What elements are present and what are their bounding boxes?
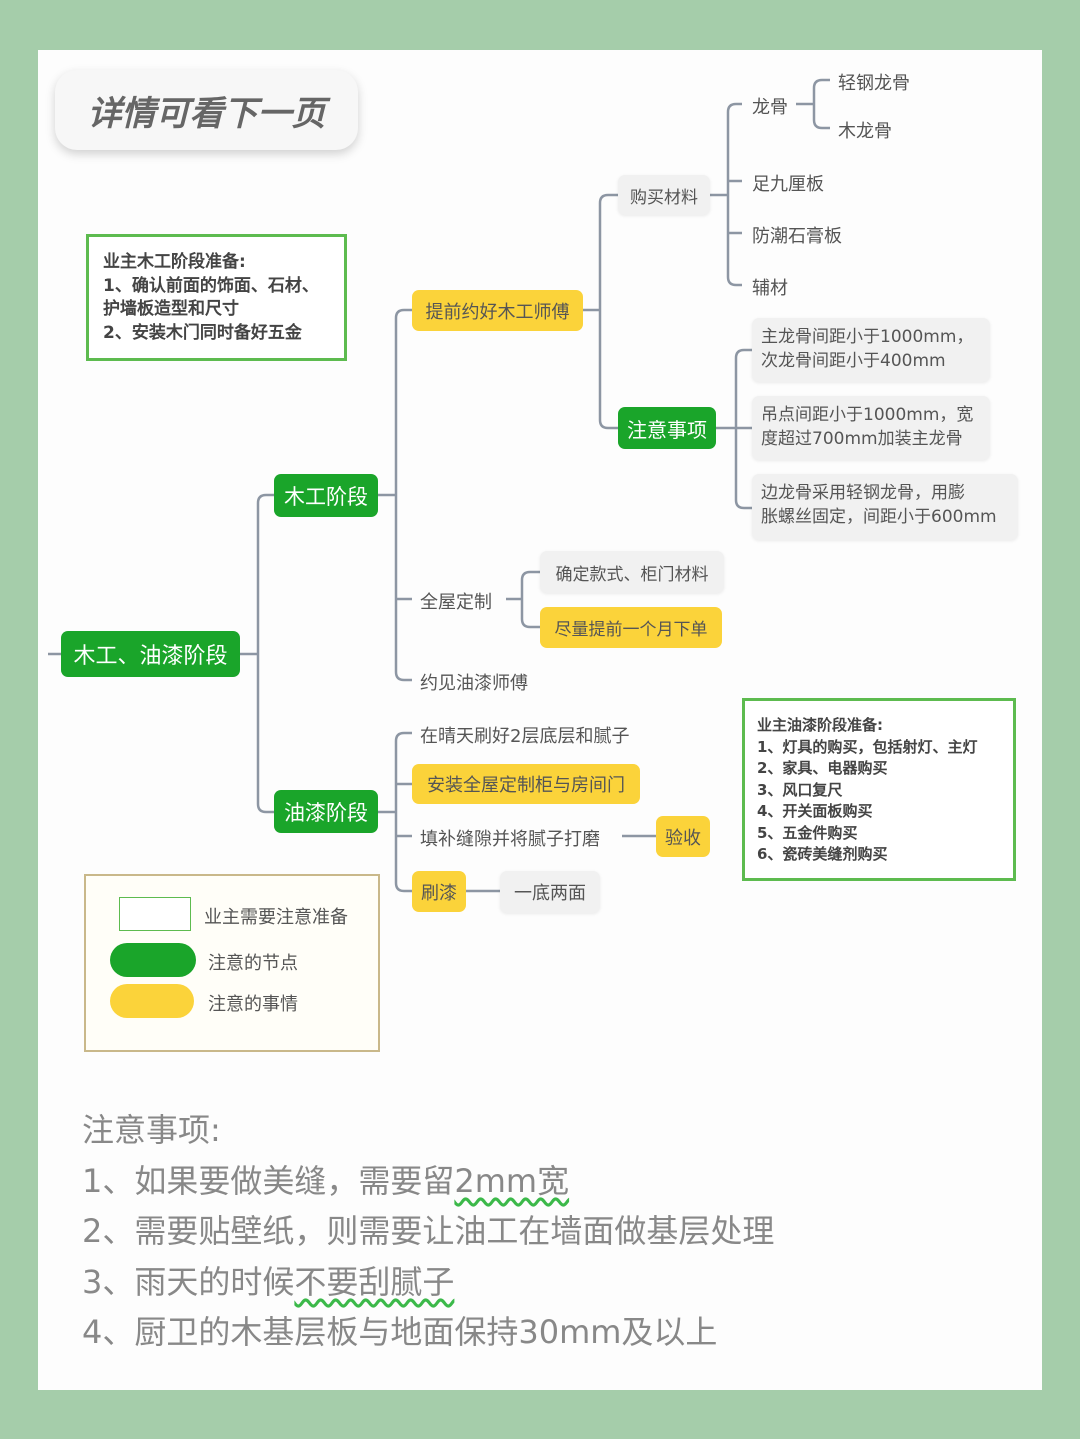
- legend-swatch-node: [110, 943, 196, 977]
- notes-node[interactable]: 注意事项: [618, 407, 716, 449]
- book-carpenter-node[interactable]: 提前约好木工师傅: [412, 290, 583, 331]
- note-line: 次龙骨间距小于400mm: [761, 351, 946, 371]
- book-painter-node[interactable]: 约见油漆师傅: [420, 673, 528, 694]
- note-line: 吊点间距小于1000mm，宽: [761, 405, 974, 425]
- legend-label: 注意的节点: [208, 953, 298, 974]
- acceptance-node[interactable]: 验收: [656, 816, 710, 857]
- note-item[interactable]: 吊点间距小于1000mm，宽度超过700mm加装主龙骨: [752, 396, 990, 460]
- keel-node[interactable]: 龙骨: [752, 97, 788, 118]
- paint-prep-line: 2、家具、电器购买: [757, 759, 888, 777]
- paint-prep-line: 1、灯具的购买，包括射灯、主灯: [757, 737, 978, 756]
- legend: 业主需要注意准备 注意的节点 注意的事情: [84, 874, 380, 1052]
- legend-swatch-box: [119, 897, 191, 931]
- paint-prep-line: 5、五金件购买: [757, 823, 858, 842]
- buy-materials-node[interactable]: 购买材料: [618, 175, 710, 215]
- note-line: 2、需要贴壁纸，则需要让油工在墙面做基层处理: [82, 1212, 775, 1250]
- note-line: 主龙骨间距小于1000mm，: [761, 327, 974, 347]
- carpentry-prep-line: 1、确认前面的饰面、石材、: [103, 275, 319, 296]
- paint-prep-heading: 业主油漆阶段准备:: [757, 716, 883, 734]
- keel-type-node[interactable]: 木龙骨: [838, 121, 892, 142]
- material-node[interactable]: 辅材: [752, 278, 788, 299]
- notes-heading: 注意事项:: [82, 1111, 221, 1149]
- note-text: 3、雨天的时候: [82, 1262, 295, 1301]
- paint-prep-line: 6、瓷砖美缝剂购买: [757, 845, 888, 863]
- keel-type-node[interactable]: 轻钢龙骨: [838, 73, 910, 94]
- note-line: 4、厨卫的木基层板与地面保持30mm及以上: [82, 1313, 718, 1351]
- note-line: 胀螺丝固定，间距小于600mm: [761, 507, 997, 527]
- paint-prep-line: 3、风口复尺: [757, 780, 843, 799]
- note-line: 边龙骨采用轻钢龙骨，用膨: [761, 483, 965, 503]
- paint-node[interactable]: 刷漆: [412, 871, 466, 912]
- custom-node[interactable]: 全屋定制: [420, 592, 492, 613]
- carpentry-prep-line: 2、安装木门同时备好五金: [103, 322, 302, 343]
- paint-prep-box: 业主油漆阶段准备: 1、灯具的购买，包括射灯、主灯 2、家具、电器购买 3、风口…: [742, 698, 1016, 881]
- paint-step[interactable]: 在晴天刷好2层底层和腻子: [420, 726, 630, 747]
- paint-detail-node[interactable]: 一底两面: [500, 871, 600, 913]
- note-line: 1、如果要做美缝，需要留2mm宽: [82, 1156, 774, 1207]
- paint-step[interactable]: 安装全屋定制柜与房间门: [412, 764, 640, 804]
- paint-prep-line: 4、开关面板购买: [757, 802, 873, 820]
- carpentry-node[interactable]: 木工阶段: [274, 474, 378, 517]
- note-line: 3、雨天的时候不要刮腻子: [82, 1257, 774, 1308]
- note-item[interactable]: 边龙骨采用轻钢龙骨，用膨胀螺丝固定，间距小于600mm: [752, 474, 1018, 540]
- note-line: 度超过700mm加装主龙骨: [761, 429, 963, 449]
- note-text-underlined: 2mm宽: [454, 1161, 570, 1200]
- root-node[interactable]: 木工、油漆阶段: [61, 631, 240, 677]
- note-text-underlined: 不要刮腻子: [294, 1262, 455, 1301]
- custom-item[interactable]: 尽量提前一个月下单: [540, 607, 722, 648]
- legend-label: 注意的事情: [208, 994, 298, 1015]
- material-node[interactable]: 足九厘板: [752, 174, 824, 195]
- carpentry-prep-heading: 业主木工阶段准备:: [103, 252, 246, 272]
- painting-node[interactable]: 油漆阶段: [274, 790, 378, 833]
- paint-step[interactable]: 填补缝隙并将腻子打磨: [420, 829, 600, 850]
- custom-item[interactable]: 确定款式、柜门材料: [540, 551, 724, 593]
- material-node[interactable]: 防潮石膏板: [752, 226, 842, 247]
- legend-swatch-matter: [110, 984, 194, 1018]
- title-badge: 详情可看下一页: [55, 70, 358, 150]
- notes-section: 注意事项: 1、如果要做美缝，需要留2mm宽 2、需要贴壁纸，则需要让油工在墙面…: [82, 1105, 774, 1358]
- note-item[interactable]: 主龙骨间距小于1000mm， 次龙骨间距小于400mm: [752, 318, 990, 382]
- note-text: 1、如果要做美缝，需要留: [82, 1161, 455, 1200]
- carpentry-prep-line: 护墙板造型和尺寸: [103, 299, 239, 319]
- carpentry-prep-box: 业主木工阶段准备: 1、确认前面的饰面、石材、 护墙板造型和尺寸 2、安装木门同…: [86, 234, 347, 361]
- legend-label: 业主需要注意准备: [204, 907, 348, 928]
